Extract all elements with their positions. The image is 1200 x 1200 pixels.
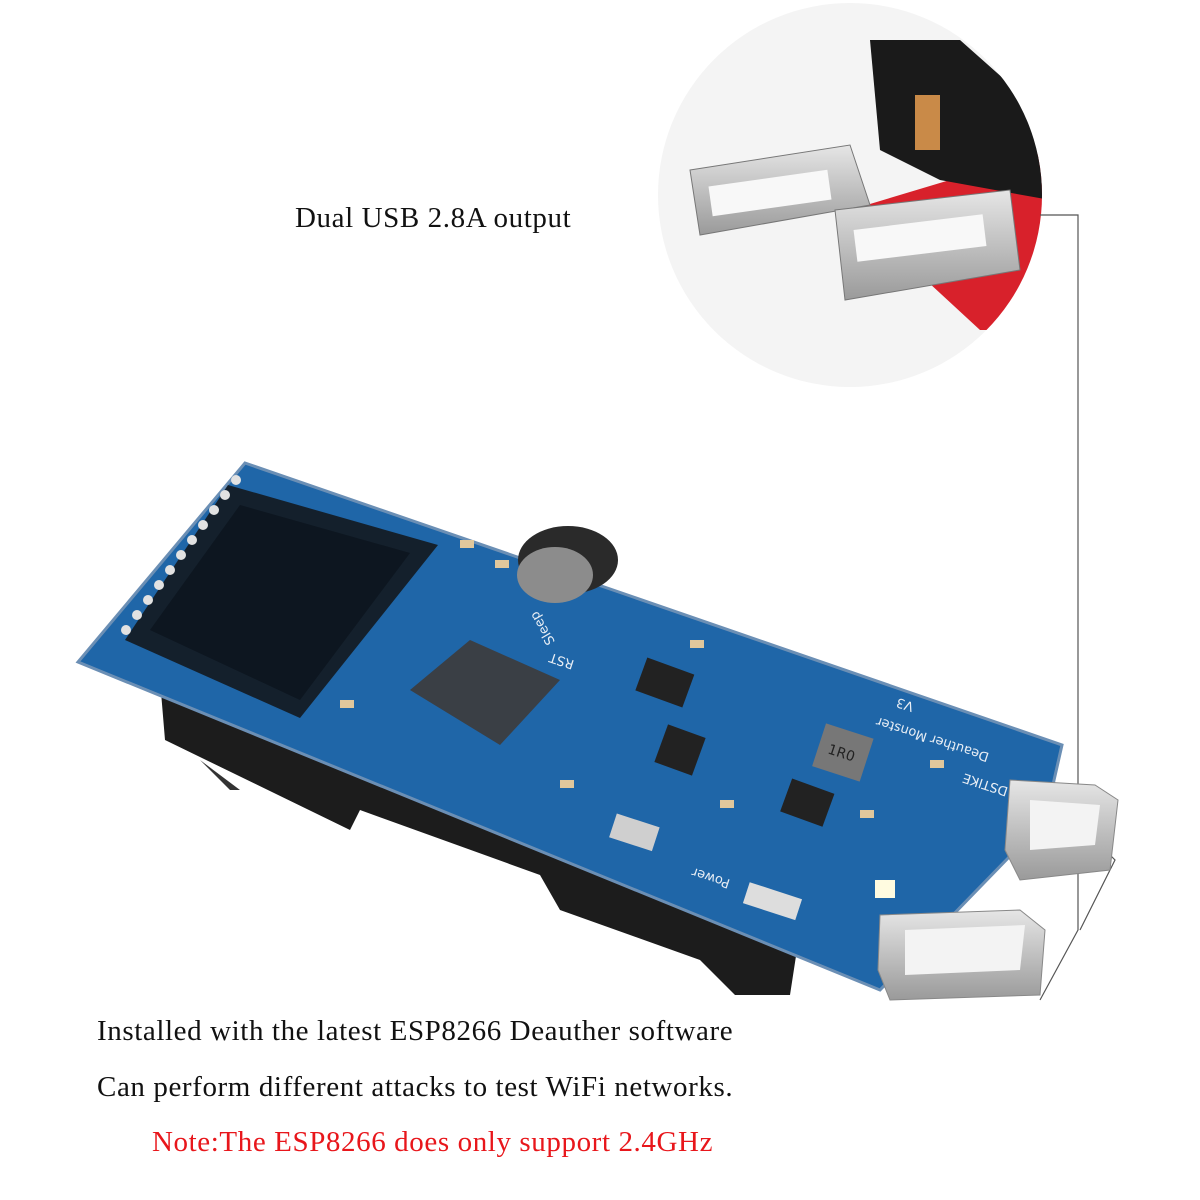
usb-output-caption: Dual USB 2.8A output <box>295 202 572 234</box>
micro-usb-port <box>609 813 660 852</box>
attacks-caption: Can perform different attacks to test Wi… <box>97 1071 734 1103</box>
esp8266-module <box>410 640 560 745</box>
software-caption: Installed with the latest ESP8266 Deauth… <box>97 1015 734 1047</box>
board-version-label: V3 <box>895 694 916 714</box>
chip <box>654 724 706 776</box>
header-pins <box>121 475 241 635</box>
usb-closeup-inset <box>658 3 1042 387</box>
rst-label: RST <box>547 649 576 671</box>
note-caption: Note:The ESP8266 does only support 2.4GH… <box>152 1126 714 1158</box>
power-switch <box>742 882 803 921</box>
callout-line <box>1039 214 1079 1001</box>
led <box>875 880 895 898</box>
inductor <box>812 723 874 782</box>
